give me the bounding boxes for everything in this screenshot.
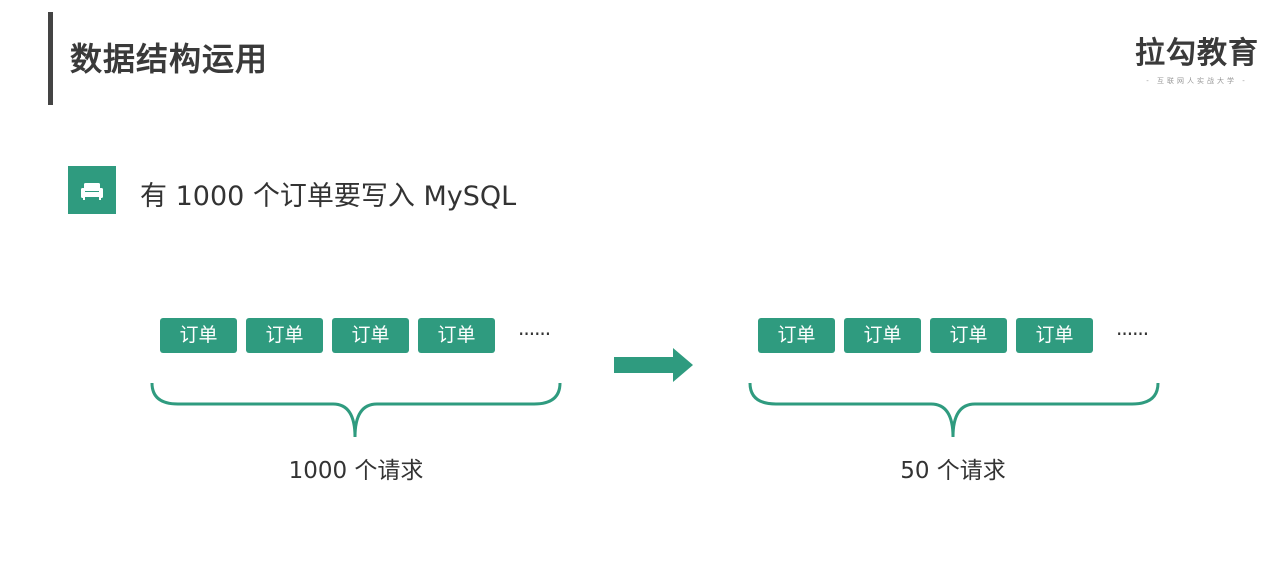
page-title: 数据结构运用 [70, 40, 269, 78]
ellipsis: ······ [1116, 322, 1149, 346]
section-heading: 有 1000 个订单要写入 MySQL [140, 181, 517, 212]
order-chip: 订单 [332, 318, 409, 353]
before-group: 订单 订单 订单 订单 ······ 1000 个请求 [148, 317, 568, 487]
brand-logo: 拉勾教育 - 互联网人实战大学 - [1132, 36, 1262, 86]
title-accent-bar [48, 12, 53, 105]
logo-name: 拉勾教育 [1135, 36, 1259, 71]
curly-brace [150, 382, 562, 438]
after-caption: 50 个请求 [900, 458, 1006, 484]
sofa-icon [68, 166, 116, 214]
order-chip: 订单 [758, 318, 835, 353]
order-chip: 订单 [930, 318, 1007, 353]
order-chip: 订单 [160, 318, 237, 353]
order-chip: 订单 [1016, 318, 1093, 353]
ellipsis: ······ [518, 322, 551, 346]
order-chip: 订单 [418, 318, 495, 353]
after-group: 订单 订单 订单 订单 ······ 50 个请求 [746, 317, 1166, 487]
logo-tagline: - 互联网人实战大学 - [1146, 77, 1248, 85]
right-arrow-icon [614, 348, 693, 382]
before-caption: 1000 个请求 [288, 458, 424, 484]
curly-brace [748, 382, 1160, 438]
order-chip: 订单 [246, 318, 323, 353]
order-chip: 订单 [844, 318, 921, 353]
